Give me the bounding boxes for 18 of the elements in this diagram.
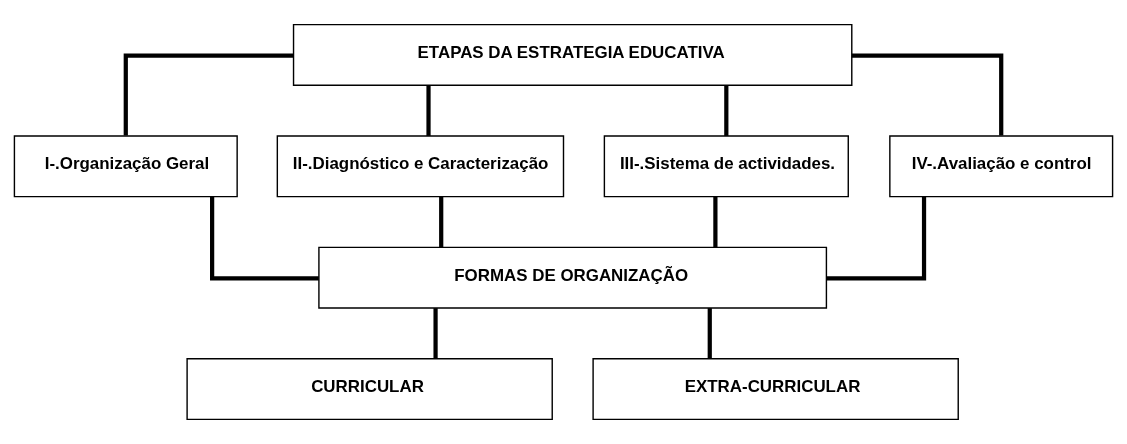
connector	[826, 196, 927, 281]
node-box: IV-.Avaliação e control	[889, 135, 1114, 198]
node-box: EXTRA-CURRICULAR	[592, 358, 959, 421]
node-box: ETAPAS DA ESTRATEGIA EDUCATIVA	[292, 23, 853, 86]
connector	[707, 308, 712, 359]
connector	[439, 196, 444, 248]
connector	[426, 85, 431, 136]
connector	[210, 196, 319, 281]
connector	[433, 308, 438, 359]
node-box: CURRICULAR	[186, 358, 553, 421]
node-box: I-.Organização Geral	[13, 135, 238, 198]
connector	[851, 53, 1004, 136]
node-box: II-.Diagnóstico e Caracterização	[276, 135, 565, 198]
node-box: III-.Sistema de actividades.	[603, 135, 849, 198]
connector	[724, 85, 729, 136]
connector	[713, 196, 718, 248]
node-box: FORMAS DE ORGANIZAÇÃO	[318, 246, 828, 309]
connector	[123, 53, 294, 136]
